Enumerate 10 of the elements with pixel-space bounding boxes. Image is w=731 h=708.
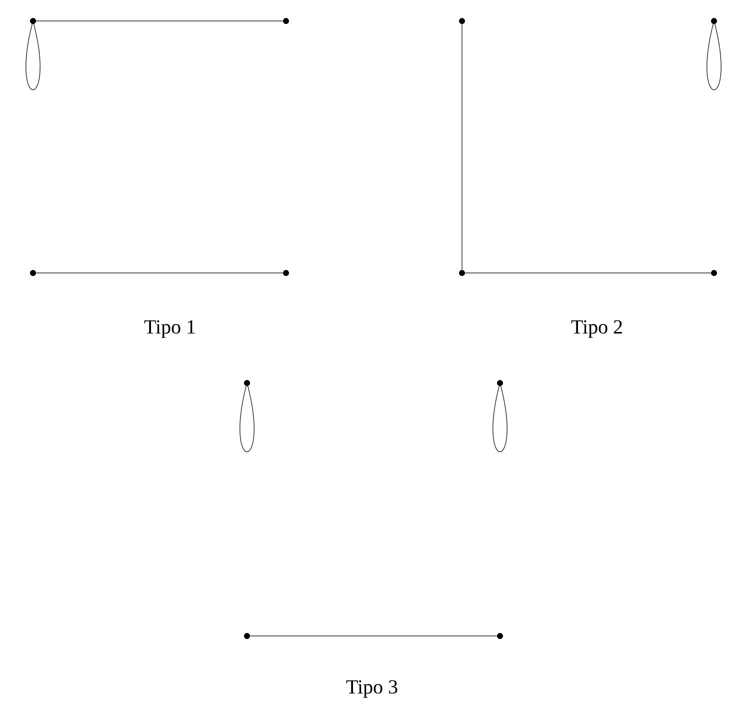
edge-line [464, 272, 712, 274]
edge-line [36, 272, 284, 274]
edge-line [36, 20, 284, 22]
loop-edge [26, 20, 40, 90]
type-label: Tipo 2 [571, 320, 622, 338]
loop-edge [492, 382, 508, 452]
loop-edge [706, 20, 722, 90]
type-label: Tipo 3 [346, 680, 398, 698]
type-label: Tipo 1 [144, 320, 195, 338]
loop-edge [240, 382, 254, 452]
